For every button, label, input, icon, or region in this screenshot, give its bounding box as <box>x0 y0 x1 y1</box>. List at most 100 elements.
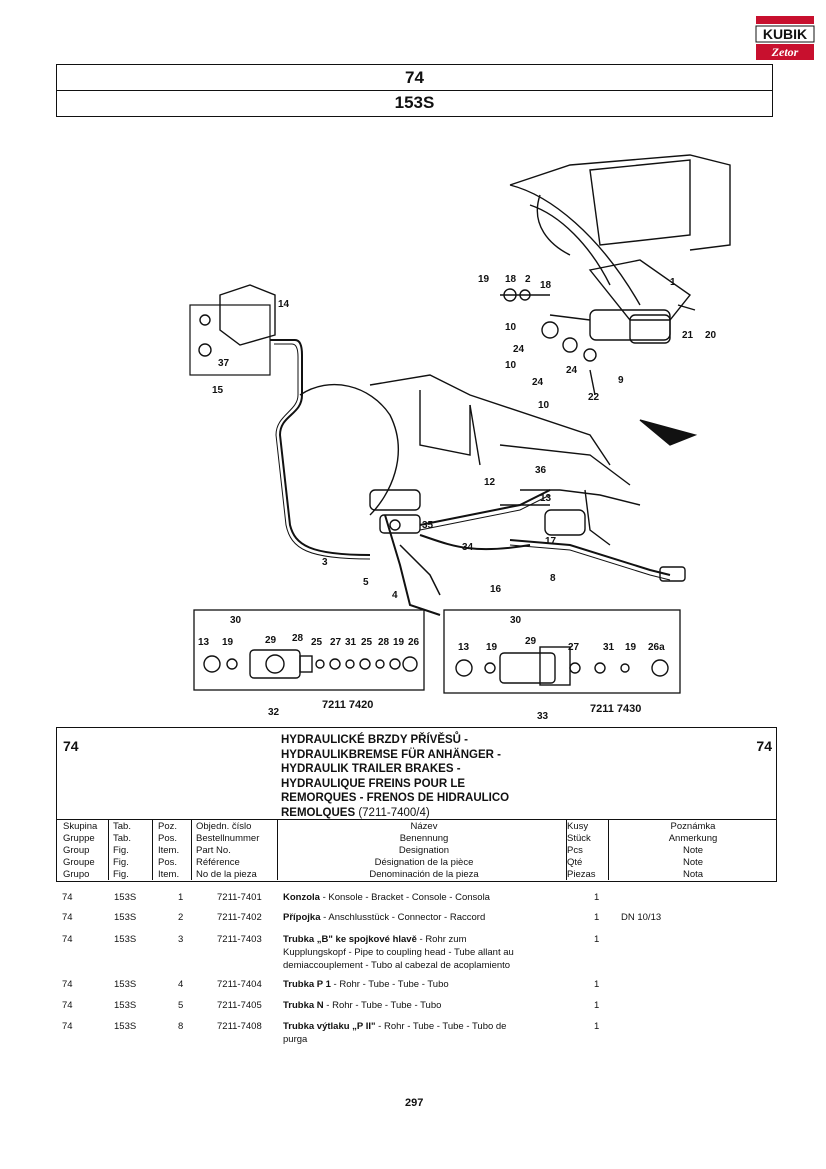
callout-22: 22 <box>588 392 600 403</box>
inset-a-part-25a: 25 <box>311 637 323 648</box>
callout-36: 36 <box>535 465 547 476</box>
row-3-group: 74 <box>62 934 73 945</box>
row-6-name: Trubka výtlaku „P II" - Rohr - Tube - Tu… <box>283 1021 507 1045</box>
row-6-pos: 8 <box>178 1021 184 1032</box>
callout-20: 20 <box>705 330 717 341</box>
kubik-zetor-logo: KUBIK Zetor <box>755 16 815 60</box>
callout-18: 19 <box>478 274 490 285</box>
title-line-fr: HYDRAULIQUE FREINS POUR LE <box>281 777 466 790</box>
inset-a-part-29: 29 <box>265 635 277 646</box>
row-2-tab: 153S <box>114 912 137 923</box>
inset-a-part-25b: 25 <box>361 637 373 648</box>
inset-b-label: 7211 7430 <box>590 703 641 715</box>
row-2-pos: 2 <box>178 912 184 923</box>
inset-a-part-28b: 28 <box>378 637 390 648</box>
row-2-name: Přípojka - Anschlusstück - Connector - R… <box>283 912 486 923</box>
group-number-right: 74 <box>756 738 772 754</box>
row-2-qty: 1 <box>594 912 600 923</box>
inset-a-part-31: 31 <box>345 637 357 648</box>
callout-13: 13 <box>540 493 552 504</box>
row-4-pos: 4 <box>178 979 184 990</box>
row-1-part: 7211-7401 <box>217 892 262 903</box>
inset-b-part-26a: 26a <box>648 642 665 653</box>
callout-17a: 18 <box>505 274 517 285</box>
exploded-parts-diagram: 19 18 2 18 1 10 24 10 24 24 10 22 9 21 2… <box>189 154 731 722</box>
callout-16: 16 <box>490 584 502 595</box>
callout-24b: 24 <box>532 377 544 388</box>
callout-17b: 18 <box>540 280 552 291</box>
inset-a-part-27: 27 <box>330 637 342 648</box>
logo-bottom-text: Zetor <box>771 45 799 59</box>
inset-b-part-19a: 19 <box>486 642 498 653</box>
row-3-pos: 3 <box>178 934 184 945</box>
group-header: 74 <box>56 64 773 91</box>
row-5-tab: 153S <box>114 1000 137 1011</box>
callout-10a: 10 <box>505 322 517 333</box>
callout-14: 14 <box>278 299 290 310</box>
inset-b-number: 33 <box>537 711 549 722</box>
callout-21: 21 <box>682 330 694 341</box>
inset-b-part-29: 29 <box>525 636 537 647</box>
row-1-group: 74 <box>62 892 73 903</box>
row-6-group: 74 <box>62 1021 73 1032</box>
row-3-part: 7211-7403 <box>217 934 262 945</box>
group-title: HYDRAULICKÉ BRZDY PŘÍVĚSŮ - HYDRAULIKBRE… <box>281 733 509 820</box>
callout-34: 34 <box>462 542 474 553</box>
inset-b-part-13: 13 <box>458 642 470 653</box>
inset-a-number: 32 <box>268 707 280 718</box>
inset-b-part-19b: 19 <box>625 642 637 653</box>
row-2-group: 74 <box>62 912 73 923</box>
title-line-de: HYDRAULIKBREMSE FÜR ANHÄNGER - <box>281 748 501 761</box>
group-code: (7211-7400/4) <box>358 806 430 819</box>
callout-10c: 10 <box>538 400 550 411</box>
row-3-tab: 153S <box>114 934 137 945</box>
row-2-part: 7211-7402 <box>217 912 262 923</box>
inset-a-part-28a: 28 <box>292 633 304 644</box>
row-4-tab: 153S <box>114 979 137 990</box>
inset-a-part-30: 30 <box>230 615 242 626</box>
group-description-box: 74 74 HYDRAULICKÉ BRZDY PŘÍVĚSŮ - HYDRAU… <box>56 727 777 820</box>
row-2-note: DN 10/13 <box>621 912 662 923</box>
row-4-qty: 1 <box>594 979 600 990</box>
callout-19: 17 <box>545 536 557 547</box>
inset-a-part-13: 13 <box>198 637 210 648</box>
row-1-name: Konzola - Konsole - Bracket - Console - … <box>283 892 490 903</box>
callout-37: 37 <box>218 358 230 369</box>
callout-2: 2 <box>525 274 531 285</box>
title-line-es: REMORQUES - FRENOS DE HIDRAULICO <box>281 792 510 804</box>
row-3-qty: 1 <box>594 934 600 945</box>
title-line-last: REMOLQUES (7211-7400/4) <box>281 806 430 819</box>
row-4-part: 7211-7404 <box>217 979 262 990</box>
row-5-qty: 1 <box>594 1000 600 1011</box>
inset-b-part-27: 27 <box>568 642 580 653</box>
callout-8: 8 <box>550 573 556 584</box>
row-4-name: Trubka P 1 - Rohr - Tube - Tube - Tubo <box>283 979 449 990</box>
logo-top-text: KUBIK <box>763 26 807 42</box>
inset-a-part-19a: 19 <box>222 637 234 648</box>
row-1-tab: 153S <box>114 892 137 903</box>
callout-24c: 24 <box>566 365 578 376</box>
callout-24a: 24 <box>513 344 525 355</box>
inset-a-part-26: 26 <box>408 637 420 648</box>
inset-a-part-19b: 19 <box>393 637 405 648</box>
callout-15: 15 <box>212 385 224 396</box>
inset-b-part-30: 30 <box>510 615 522 626</box>
callout-10b: 10 <box>505 360 517 371</box>
row-5-pos: 5 <box>178 1000 184 1011</box>
row-6-part: 7211-7408 <box>217 1021 262 1032</box>
callout-1: 1 <box>670 277 676 288</box>
group-number-left: 74 <box>63 738 79 754</box>
row-5-name: Trubka N - Rohr - Tube - Tube - Tubo <box>283 1000 442 1011</box>
callout-9: 9 <box>618 375 624 386</box>
row-5-group: 74 <box>62 1000 73 1011</box>
table-header: 153S <box>56 90 773 117</box>
inset-b-part-31: 31 <box>603 642 615 653</box>
inset-a-label: 7211 7420 <box>322 699 373 711</box>
